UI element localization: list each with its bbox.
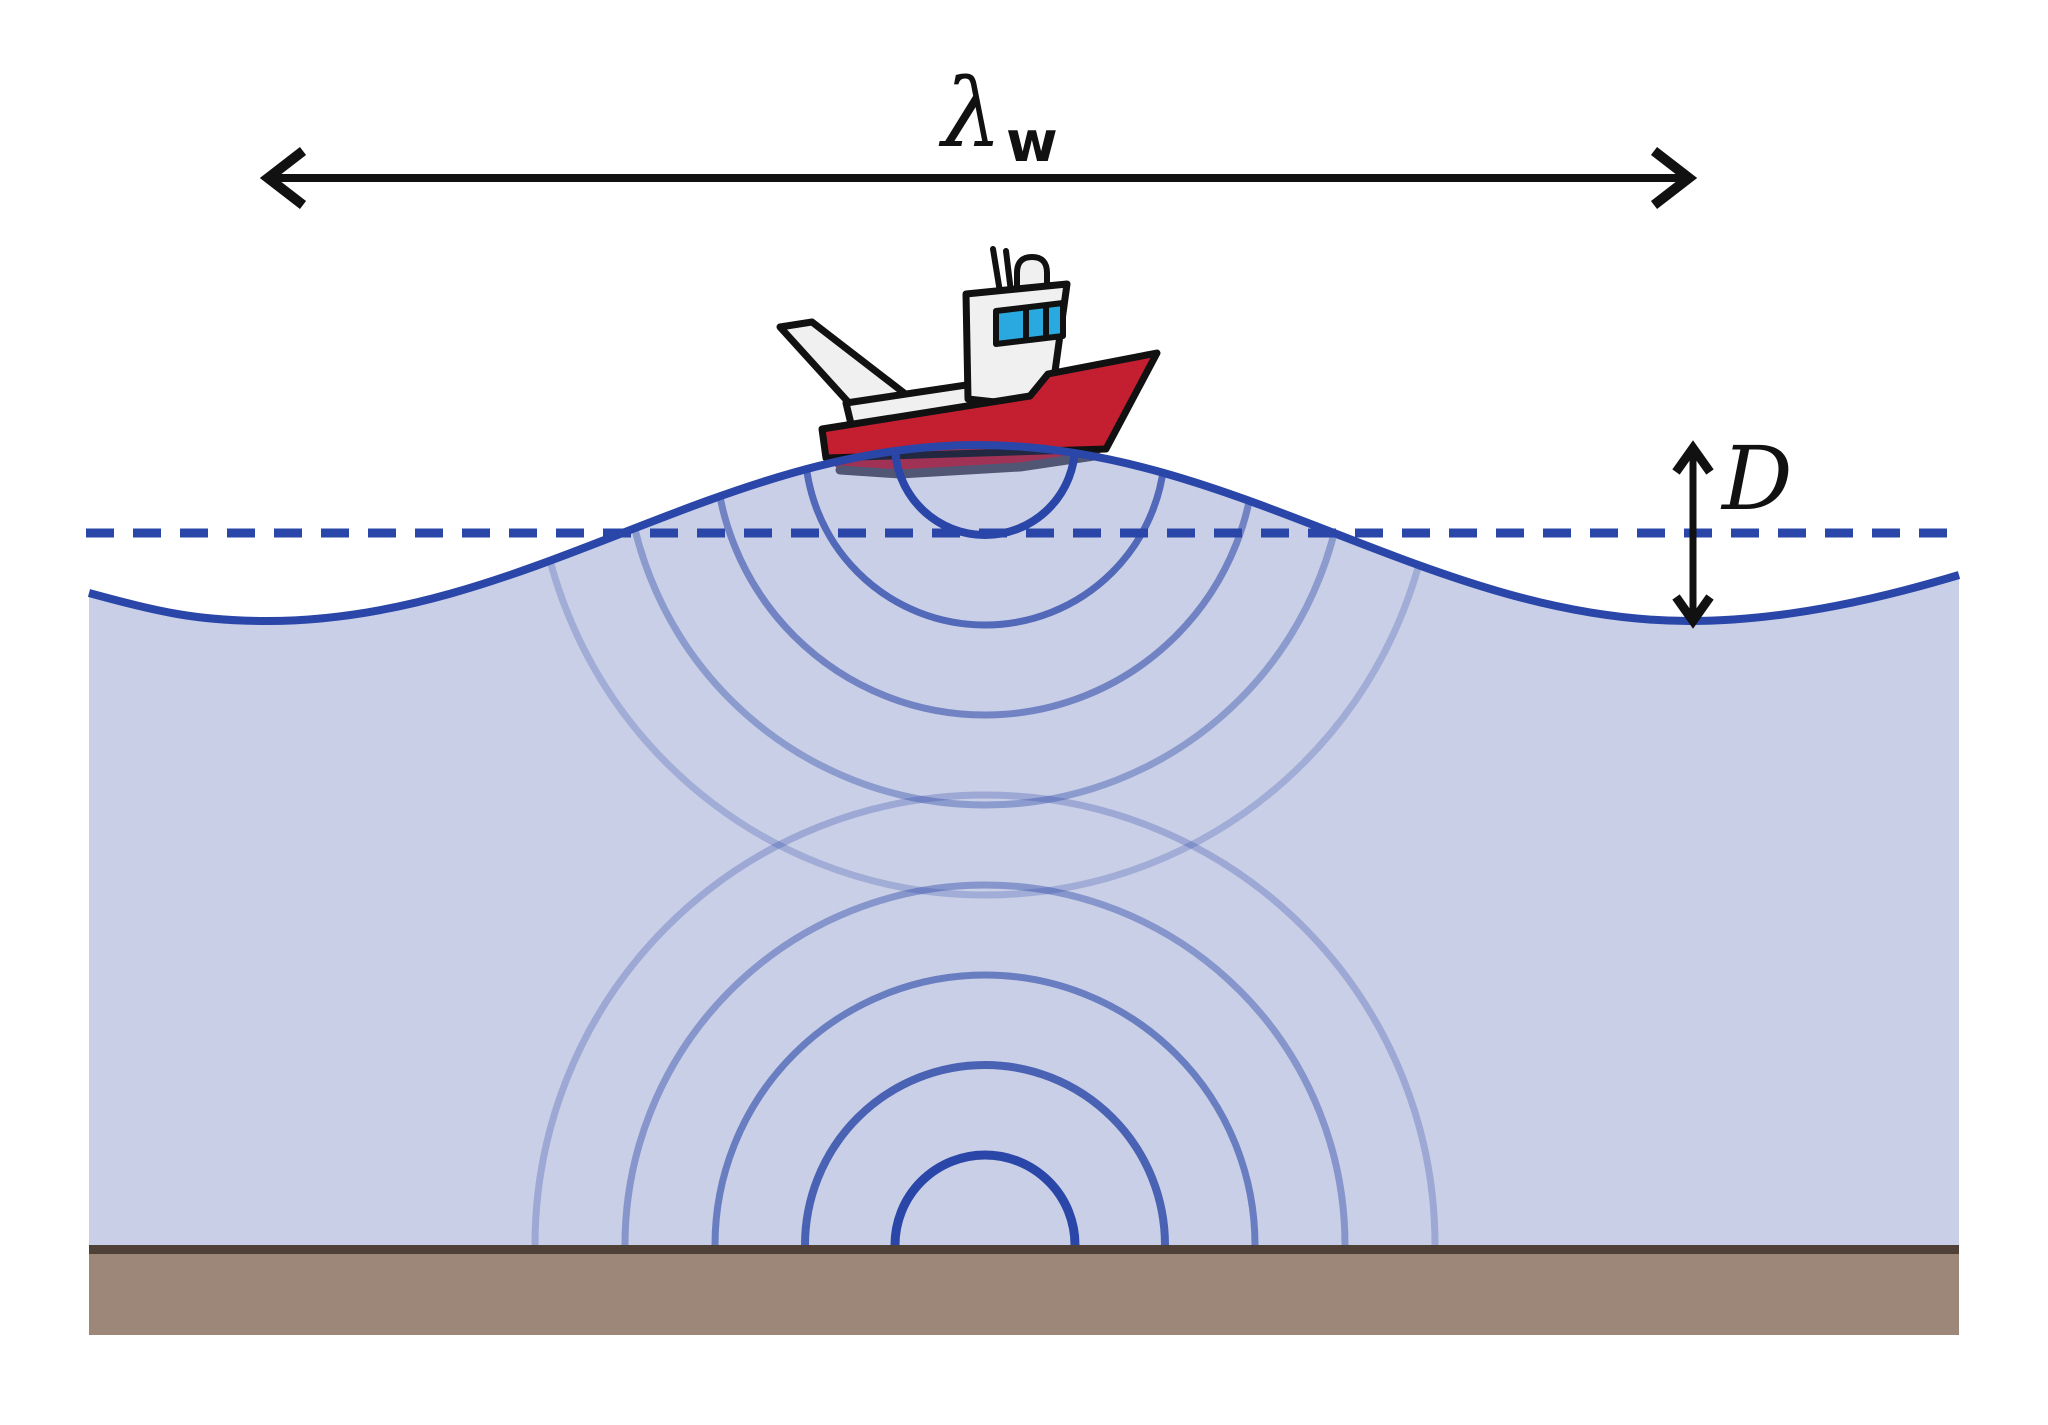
seabed-body bbox=[89, 1245, 1959, 1335]
arrowhead-right-icon bbox=[1650, 147, 1698, 209]
window-band bbox=[993, 300, 1066, 347]
sonar-arc-wavefront bbox=[621, 445, 1349, 809]
wavelength-label: λ w bbox=[938, 59, 1058, 175]
cabin-windows bbox=[993, 300, 1066, 347]
arrowhead-up-icon bbox=[1672, 440, 1714, 475]
boat-masts bbox=[990, 246, 1014, 295]
sonar-arcs-from-seabed bbox=[531, 791, 1439, 1245]
seabed bbox=[89, 1245, 1959, 1335]
wavelength-symbol: λ bbox=[938, 59, 1002, 169]
sonar-echo-wavefront bbox=[890, 1150, 1080, 1245]
sonar-arc-wavefront bbox=[711, 445, 1259, 719]
wavelength-subscript: w bbox=[1006, 110, 1058, 175]
arrowhead-left-icon bbox=[259, 147, 307, 209]
water-body bbox=[89, 445, 1959, 1245]
mast-line bbox=[990, 246, 1003, 295]
boat-hull bbox=[818, 349, 1161, 462]
sonar-echo-wavefront bbox=[711, 971, 1259, 1245]
sonar-arc-wavefront bbox=[531, 445, 1439, 899]
arrowhead-down-icon bbox=[1672, 594, 1714, 629]
sonar-echo-wavefront bbox=[621, 881, 1349, 1245]
sonar-echo-wavefront bbox=[801, 1061, 1169, 1245]
depth-label: D bbox=[1720, 427, 1793, 530]
depth-arrow bbox=[1672, 440, 1714, 629]
mast-line bbox=[1003, 248, 1014, 295]
wavelength-arrow bbox=[259, 147, 1698, 209]
boat bbox=[776, 246, 1161, 479]
wave-surface-line bbox=[87, 440, 1961, 626]
sonar-echo-wavefront bbox=[531, 791, 1439, 1245]
seabed-top-edge bbox=[89, 1245, 1959, 1254]
boat-crane-arm bbox=[776, 318, 912, 407]
sonar-arc-wavefront bbox=[801, 445, 1169, 629]
boat-keel-shadow bbox=[835, 451, 1099, 479]
